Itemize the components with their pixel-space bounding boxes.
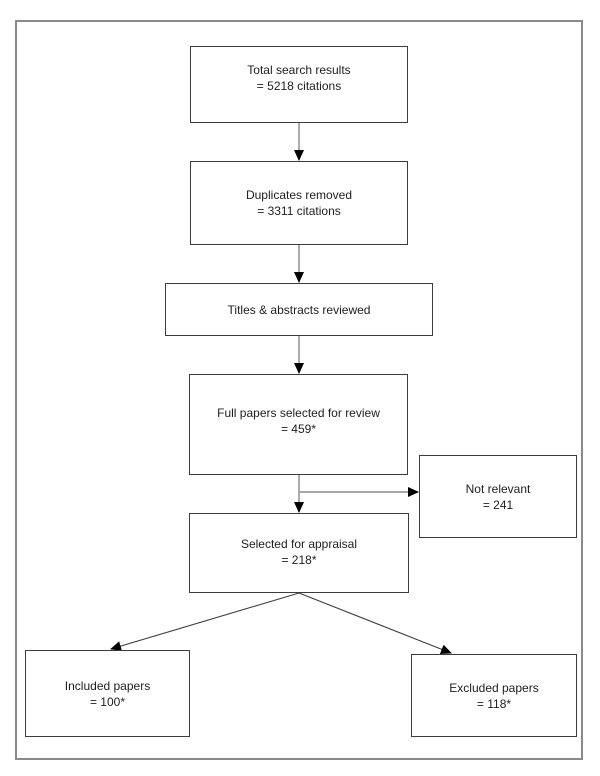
- node-value: = 3311 citations: [257, 204, 341, 218]
- node-excluded-papers: Excluded papers = 118*: [411, 654, 577, 737]
- node-label: Titles & abstracts reviewed: [227, 302, 371, 317]
- node-value: = 5218 citations: [256, 79, 342, 93]
- node-label: Selected for appraisal: [240, 537, 358, 551]
- node-label: Not relevant: [465, 481, 531, 496]
- node-not-relevant: Not relevant = 241: [419, 455, 577, 538]
- node-value: = 100*: [89, 694, 126, 709]
- node-included-papers: Included papers = 100*: [25, 650, 190, 737]
- node-full-papers-selected: Full papers selected for review = 459*: [189, 374, 408, 475]
- node-value: = 118*: [476, 696, 512, 711]
- node-value: = 218*: [281, 553, 317, 567]
- node-total-search-results: Total search results = 5218 citations: [190, 46, 408, 123]
- node-label: Included papers: [64, 678, 151, 693]
- node-label: Total search results: [247, 63, 351, 77]
- node-label: Excluded papers: [449, 680, 539, 695]
- node-value: = 459*: [280, 422, 317, 436]
- node-label: Duplicates removed: [245, 188, 353, 202]
- node-label: Full papers selected for review: [217, 406, 380, 420]
- node-selected-for-appraisal: Selected for appraisal = 218*: [189, 513, 409, 593]
- node-titles-abstracts-reviewed: Titles & abstracts reviewed: [165, 283, 433, 336]
- node-duplicates-removed: Duplicates removed = 3311 citations: [190, 161, 408, 245]
- node-value: = 241: [482, 497, 514, 512]
